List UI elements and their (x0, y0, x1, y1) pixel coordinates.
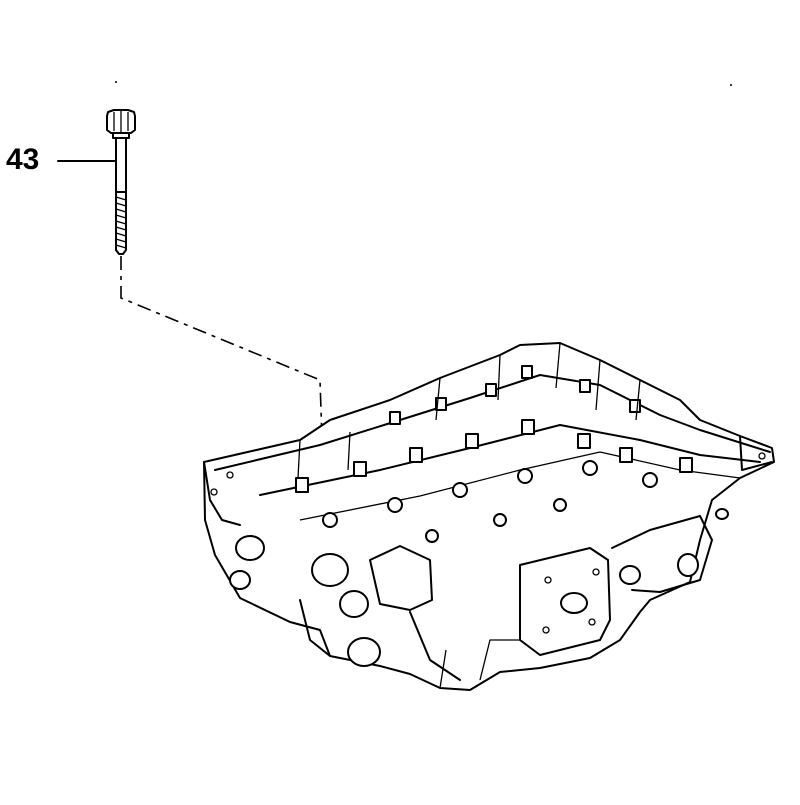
callout-number-43: 43 (6, 143, 40, 176)
alignment-dashed-line (120, 256, 323, 441)
scan-mark (730, 84, 732, 86)
bolt-icon (106, 109, 136, 255)
cylinder-head-icon (203, 342, 775, 691)
scan-mark (115, 81, 117, 83)
